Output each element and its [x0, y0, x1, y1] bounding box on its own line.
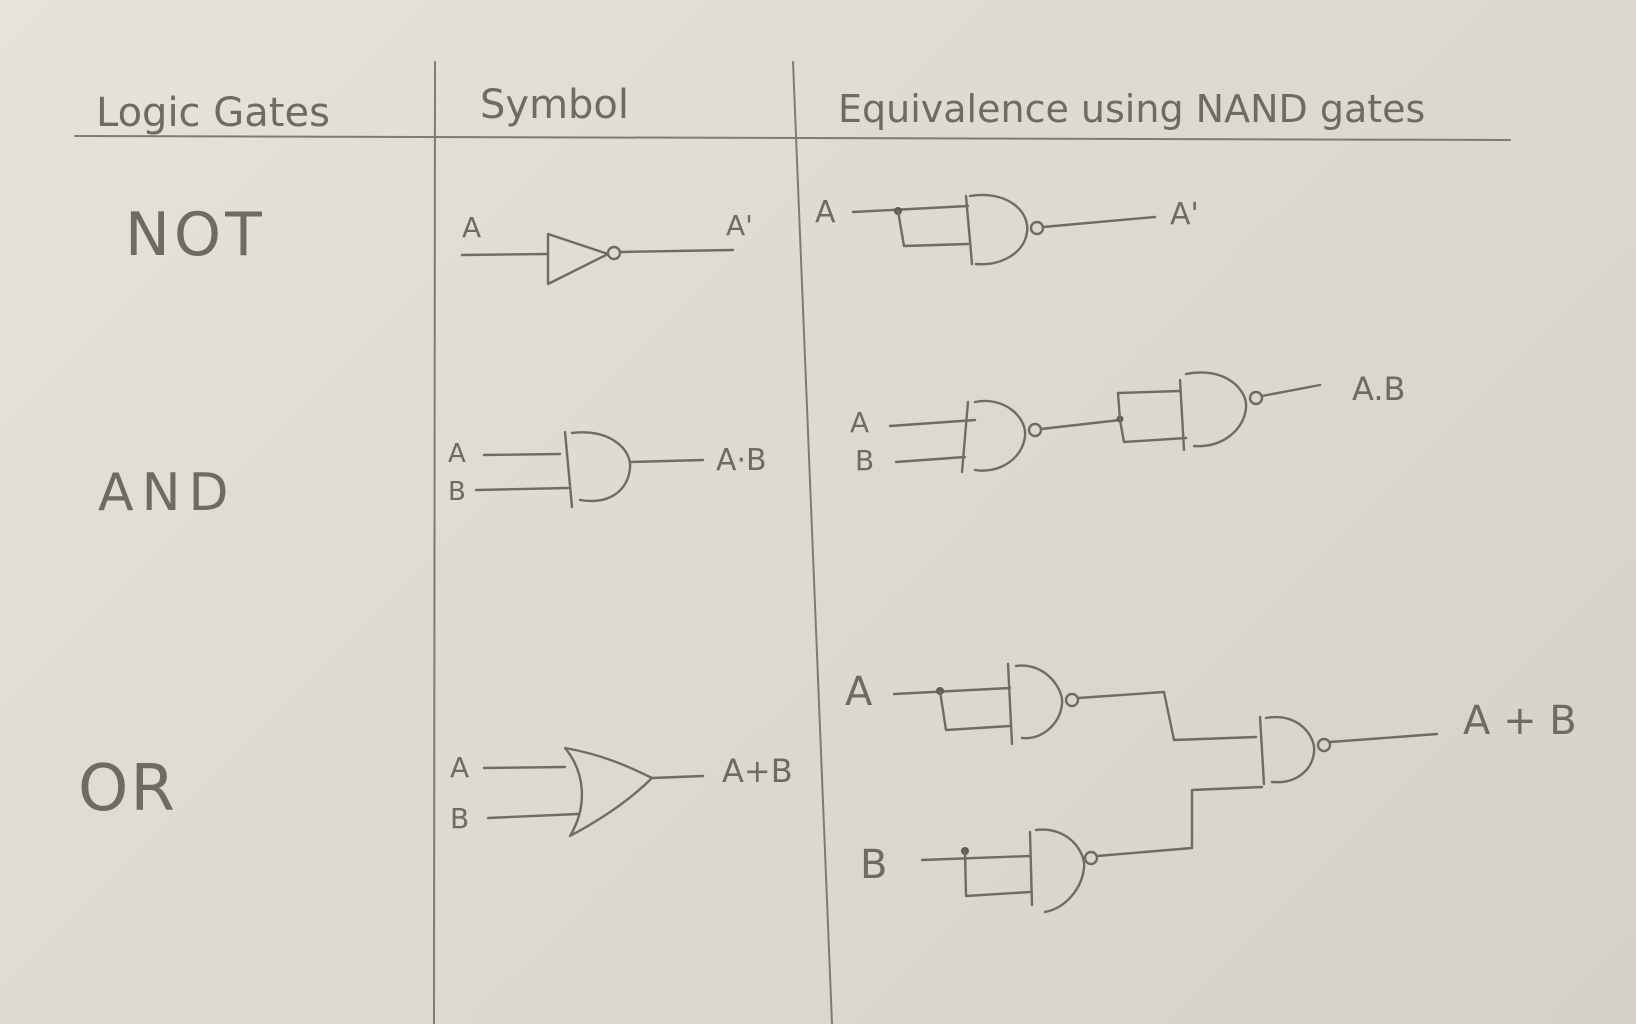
wire	[851, 204, 970, 214]
inversion-bubble-icon	[1248, 390, 1264, 406]
or-symbol-input-b: B	[450, 802, 469, 835]
and-nand-input-a: A	[850, 406, 869, 439]
inversion-bubble-icon	[1083, 850, 1099, 866]
and-nand-input-b: B	[855, 444, 874, 477]
or-symbol: A B A+B	[450, 746, 793, 838]
wire	[1076, 690, 1258, 742]
not-nand-output-label: A'	[1170, 197, 1199, 232]
wire	[896, 209, 970, 248]
table-grid	[74, 61, 1511, 1024]
header-nand-equivalence: Equivalence using NAND gates	[838, 87, 1425, 131]
header-logic-gates: Logic Gates	[96, 90, 330, 136]
wire	[1041, 215, 1157, 229]
nand-gate-icon	[964, 193, 1029, 266]
header-symbol: Symbol	[480, 82, 629, 128]
wire	[1260, 383, 1322, 398]
or-symbol-output-label: A+B	[722, 752, 793, 790]
wire	[650, 774, 705, 780]
wire	[892, 686, 1012, 696]
gate-label-or: OR	[78, 752, 177, 826]
wire	[460, 252, 550, 257]
inversion-bubble-icon	[1029, 220, 1045, 236]
wire	[938, 689, 1012, 732]
nand-gate-icon	[1006, 662, 1064, 746]
wire	[482, 765, 567, 770]
and-symbol-input-b: B	[448, 477, 466, 507]
not-symbol-input-label: A	[462, 211, 481, 244]
not-symbol-output-label: A'	[726, 209, 753, 242]
table-header: Logic Gates Symbol Equivalence using NAN…	[96, 82, 1425, 136]
nand-gate-icon	[1258, 715, 1316, 786]
and-symbol-input-a: A	[448, 439, 466, 469]
not-nand-input-label: A	[815, 195, 836, 230]
wire	[1095, 785, 1264, 858]
and-nand-output-label: A.B	[1352, 370, 1405, 408]
and-symbol-output-label: A·B	[716, 443, 767, 478]
column-divider-1	[433, 61, 436, 1024]
wire	[888, 418, 977, 428]
wire	[920, 854, 1032, 862]
inversion-bubble-icon	[1316, 737, 1332, 753]
nand-gate-icon	[960, 399, 1027, 474]
gate-label-and: AND	[98, 463, 237, 523]
wire	[1118, 418, 1188, 444]
wire	[618, 248, 735, 254]
wire	[486, 812, 580, 820]
header-divider	[74, 135, 1511, 141]
not-gate-triangle-icon	[546, 232, 610, 286]
column-divider-2	[792, 61, 833, 1024]
wire	[894, 455, 967, 464]
and-symbol: A B A·B	[448, 430, 767, 509]
or-nand-output-label: A + B	[1463, 698, 1577, 744]
wire	[474, 486, 570, 492]
inversion-bubble-icon	[1027, 422, 1043, 438]
or-nand-input-b: B	[860, 842, 887, 888]
or-nand-input-a: A	[845, 669, 873, 715]
nand-gate-icon	[1178, 371, 1248, 452]
wire	[963, 849, 1032, 898]
and-nand-equivalence: A B A.B	[850, 370, 1405, 477]
nand-gate-icon	[1028, 828, 1086, 914]
wire	[1039, 418, 1122, 431]
gate-labels: NOT AND OR	[78, 200, 266, 826]
or-nand-equivalence: A B A + B	[845, 662, 1577, 914]
gate-label-not: NOT	[125, 200, 266, 270]
inversion-bubble-icon	[1064, 692, 1080, 708]
inversion-bubble-icon	[606, 245, 622, 261]
wire	[1116, 389, 1182, 422]
not-nand-equivalence: A A'	[815, 193, 1199, 266]
wire	[1328, 732, 1439, 744]
or-symbol-input-a: A	[450, 751, 469, 784]
or-gate-icon	[563, 746, 654, 838]
wire	[628, 458, 705, 464]
wire	[482, 452, 562, 457]
and-gate-icon	[563, 430, 632, 509]
not-symbol: A A'	[460, 209, 753, 286]
